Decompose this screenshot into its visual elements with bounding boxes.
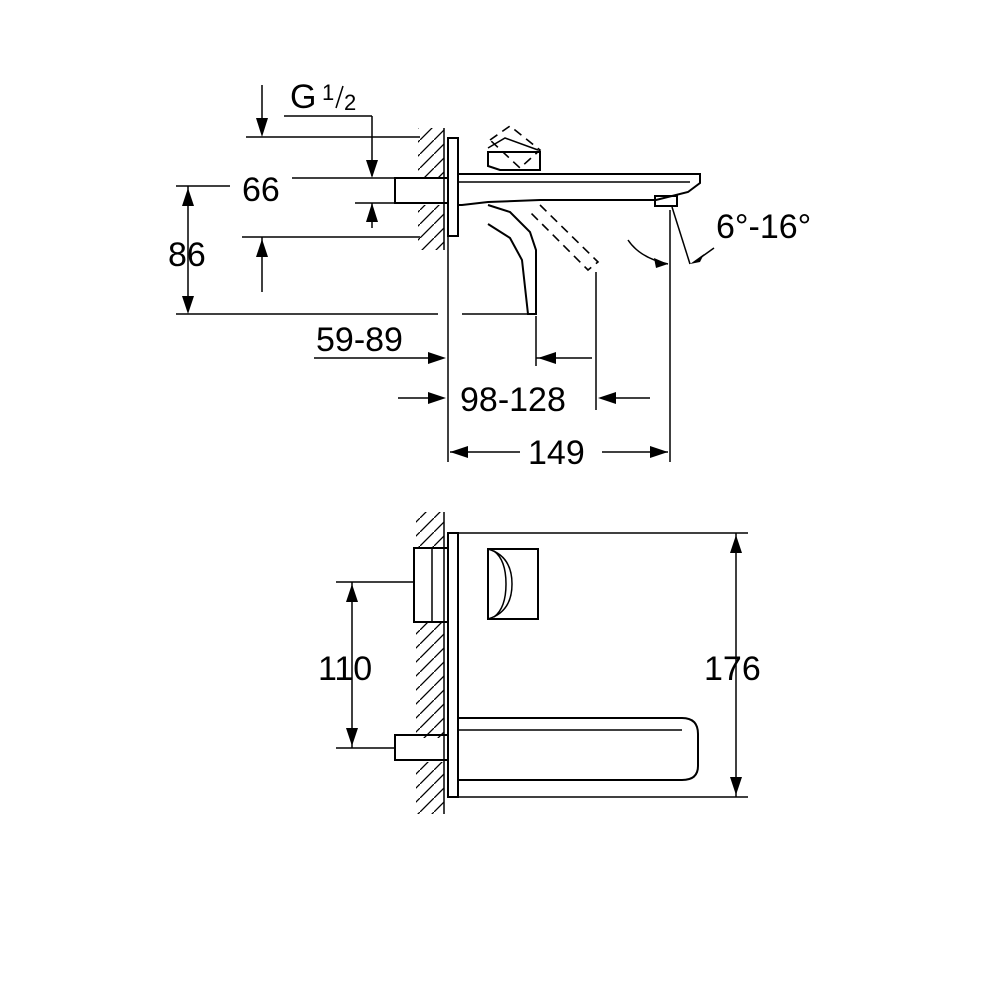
side-view: G 1 2 66 86 59-89 98-128 149 6°-16° (168, 78, 811, 472)
angle-label: 6°-16° (716, 208, 811, 246)
angle-arc (627, 239, 669, 265)
dim-66-label: 66 (242, 171, 280, 209)
lever-cap-front (487, 548, 539, 620)
aerator-side (654, 195, 678, 207)
lever-upper-side (487, 137, 539, 151)
pipe-stub-front (394, 734, 449, 761)
lever-alt-position (488, 125, 542, 170)
wall-plate-front (447, 532, 459, 798)
svg-text:G: G (290, 78, 316, 116)
lever-body-front (413, 547, 449, 623)
svg-text:2: 2 (344, 90, 356, 115)
wall-plate-side (447, 137, 459, 237)
wall-hatch-front (416, 512, 445, 814)
svg-text:1: 1 (322, 80, 334, 105)
wall-hatch-side (418, 128, 445, 250)
dim-86-label: 86 (168, 236, 206, 274)
pipe-stub-side (394, 177, 449, 204)
dim-149-label: 149 (528, 434, 585, 472)
lever-curve-front (487, 548, 513, 620)
dim-176-label: 176 (704, 650, 761, 688)
spout-side (457, 173, 701, 206)
front-view: 110 176 (318, 512, 761, 814)
dim-59-89-label: 59-89 (316, 321, 403, 359)
dim-98-128-label: 98-128 (460, 381, 566, 419)
lever-side (487, 151, 541, 171)
thread-label: G 1 2 (290, 78, 356, 116)
handle-blade-side (487, 204, 537, 315)
dim-110-label: 110 (318, 650, 372, 688)
spout-front (458, 717, 699, 781)
handle-alt-position (529, 204, 600, 272)
